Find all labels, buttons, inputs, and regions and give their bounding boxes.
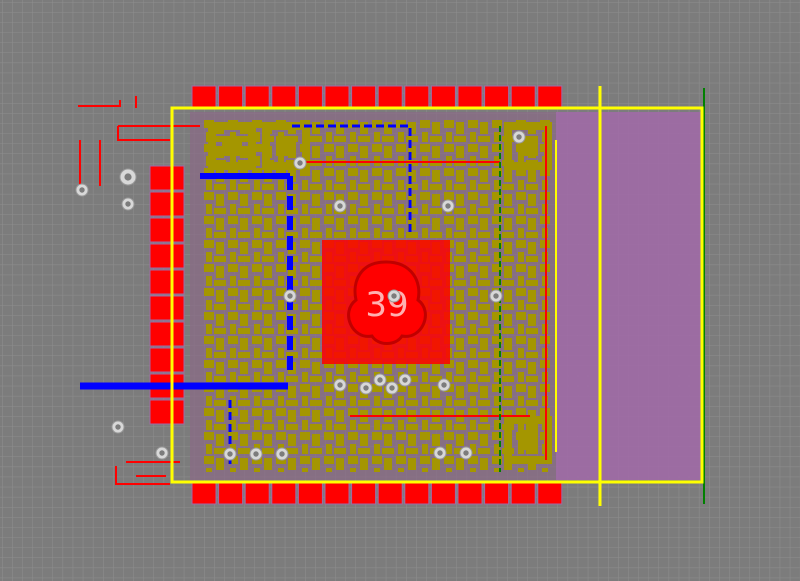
- pad[interactable]: [510, 481, 536, 505]
- pad[interactable]: [484, 481, 510, 505]
- pad[interactable]: [537, 85, 563, 109]
- pad[interactable]: [149, 321, 185, 347]
- left-pad-column[interactable]: [149, 165, 185, 425]
- pad[interactable]: [271, 85, 297, 109]
- pad[interactable]: [218, 85, 244, 109]
- via-hole: [391, 293, 397, 299]
- pad[interactable]: [244, 481, 270, 505]
- component-designator: 39: [365, 285, 408, 325]
- pad[interactable]: [297, 85, 323, 109]
- via-hole: [297, 160, 303, 166]
- keepout-region: [556, 112, 704, 480]
- pad[interactable]: [149, 399, 185, 425]
- pad[interactable]: [191, 481, 217, 505]
- via-hole: [437, 450, 443, 456]
- pad[interactable]: [377, 481, 403, 505]
- pad[interactable]: [271, 481, 297, 505]
- pad[interactable]: [149, 295, 185, 321]
- pad[interactable]: [149, 347, 185, 373]
- via-hole: [377, 377, 383, 383]
- pad[interactable]: [218, 481, 244, 505]
- pad[interactable]: [537, 481, 563, 505]
- via-hole: [79, 187, 85, 193]
- pad[interactable]: [404, 481, 430, 505]
- via-hole: [125, 201, 131, 207]
- pad[interactable]: [457, 481, 483, 505]
- pad[interactable]: [297, 481, 323, 505]
- via-hole: [463, 450, 469, 456]
- pad[interactable]: [377, 85, 403, 109]
- pad[interactable]: [149, 243, 185, 269]
- pad[interactable]: [351, 85, 377, 109]
- via-hole: [337, 382, 343, 388]
- via-group[interactable]: [75, 130, 526, 461]
- via-hole: [516, 134, 522, 140]
- via-hole: [279, 451, 285, 457]
- logo-graphic: 39: [322, 240, 450, 364]
- via-hole: [389, 385, 395, 391]
- via-hole: [493, 293, 499, 299]
- pad[interactable]: [149, 269, 185, 295]
- via-hole: [445, 203, 451, 209]
- pad[interactable]: [430, 85, 456, 109]
- pad[interactable]: [149, 217, 185, 243]
- pad[interactable]: [324, 481, 350, 505]
- via-hole: [227, 451, 233, 457]
- pad[interactable]: [149, 165, 185, 191]
- via-hole: [337, 203, 343, 209]
- pad[interactable]: [149, 191, 185, 217]
- via-hole: [253, 451, 259, 457]
- pad[interactable]: [324, 85, 350, 109]
- pad[interactable]: [351, 481, 377, 505]
- via-hole: [115, 424, 121, 430]
- pad[interactable]: [191, 85, 217, 109]
- pad[interactable]: [510, 85, 536, 109]
- via-hole: [363, 385, 369, 391]
- pad[interactable]: [404, 85, 430, 109]
- component-outline[interactable]: [170, 86, 704, 506]
- via-hole: [159, 450, 165, 456]
- via-hole: [402, 377, 408, 383]
- pad[interactable]: [484, 85, 510, 109]
- pad[interactable]: [244, 85, 270, 109]
- pad[interactable]: [430, 481, 456, 505]
- via-hole: [124, 173, 132, 181]
- via-hole: [441, 382, 447, 388]
- pad[interactable]: [457, 85, 483, 109]
- via-hole: [287, 293, 293, 299]
